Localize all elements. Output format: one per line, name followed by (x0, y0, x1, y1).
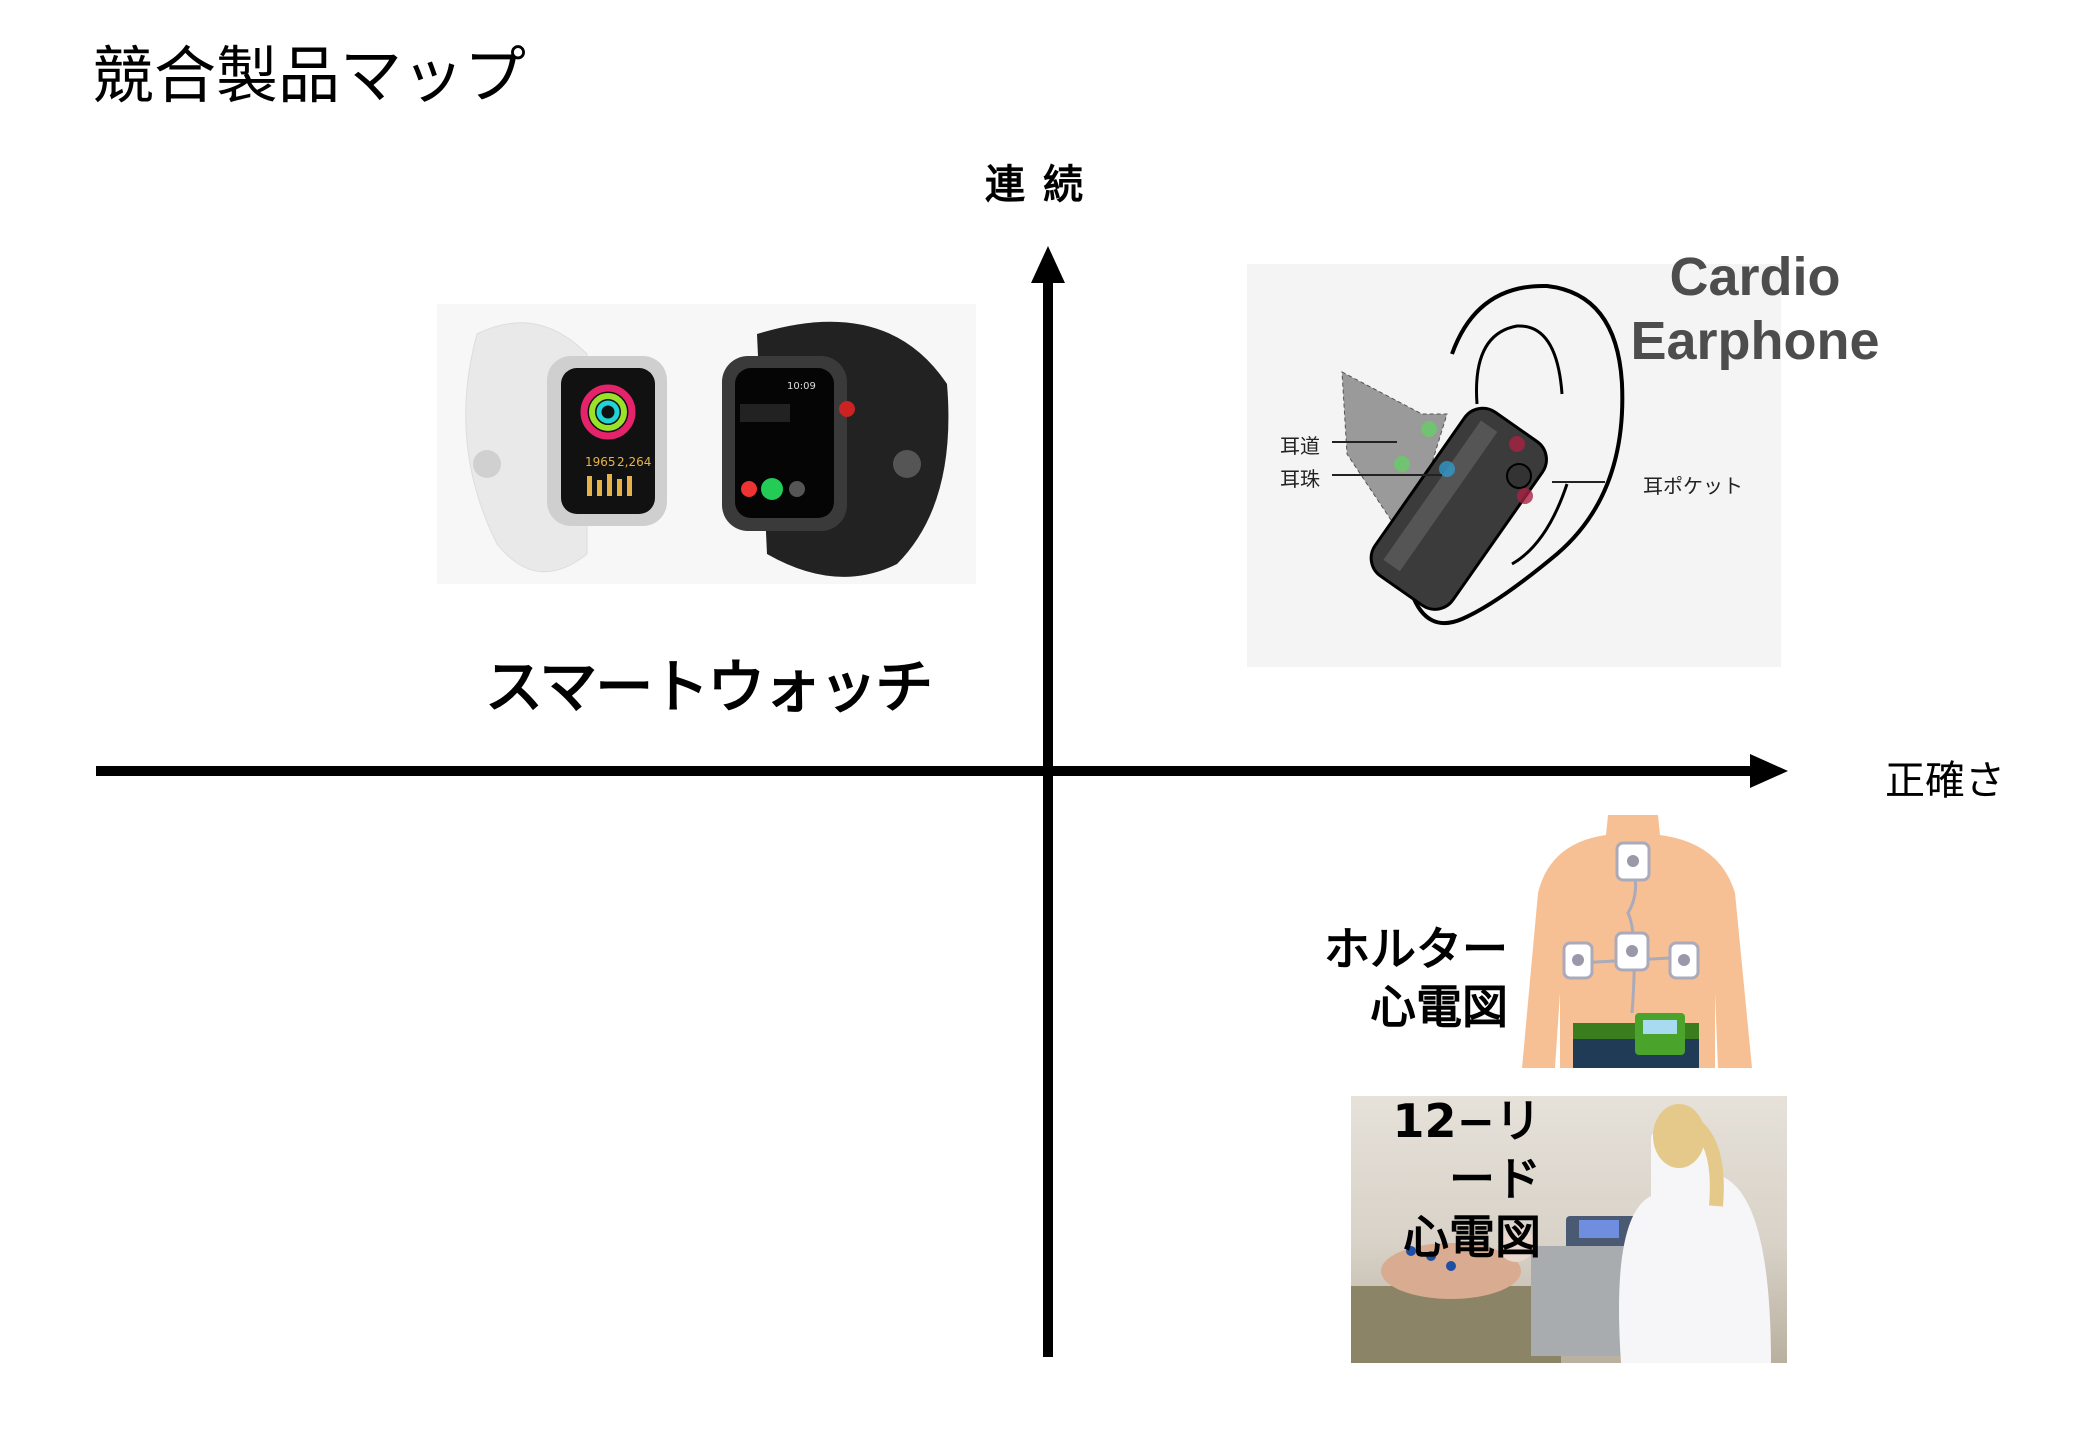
callout-tragus: 耳珠 (1280, 467, 1320, 491)
twelve-lead-ecg-photo (1351, 1096, 1787, 1363)
y-axis-label: 連続 (985, 162, 1101, 208)
callout-ear-canal: 耳道 (1280, 434, 1320, 458)
watch-stat-2: 2,264 (617, 455, 651, 469)
holter-ecg-label-line1: ホルター (1324, 922, 1508, 976)
holter-ecg-label-line2: 心電図 (1370, 980, 1508, 1034)
vertical-axis-arrowhead (1031, 246, 1065, 283)
watch-stat-1: 1965 (585, 455, 616, 469)
cardio-earphone-label: Cardio Earphone (1610, 245, 1900, 373)
watch-time: 10:09 (787, 381, 816, 392)
twelve-lead-ecg-label: 12−リード 心電図 (1351, 1092, 1541, 1266)
holter-body-illustration (1520, 813, 1753, 1073)
holter-ecg-label: ホルター 心電図 (1300, 920, 1508, 1036)
cardio-earphone-image: 耳道 耳珠 耳ポケット (1247, 264, 1781, 667)
cardio-earphone-label-line2: Earphone (1630, 311, 1880, 371)
x-axis-label: 正確さ (1885, 758, 2005, 804)
smartwatch-label: スマートウォッチ (485, 653, 933, 721)
twelve-lead-ecg-label-line1: 12−リード (1392, 1094, 1541, 1206)
twelve-lead-ecg-label-line2: 心電図 (1403, 1210, 1541, 1264)
page-title: 競合製品マップ (92, 39, 527, 112)
callout-ear-pocket: 耳ポケット (1643, 474, 1743, 498)
horizontal-axis-arrowhead (1750, 754, 1788, 788)
cardio-earphone-label-line1: Cardio (1669, 247, 1841, 307)
smartwatch-image: 1965 2,264 10:09 (437, 304, 976, 584)
